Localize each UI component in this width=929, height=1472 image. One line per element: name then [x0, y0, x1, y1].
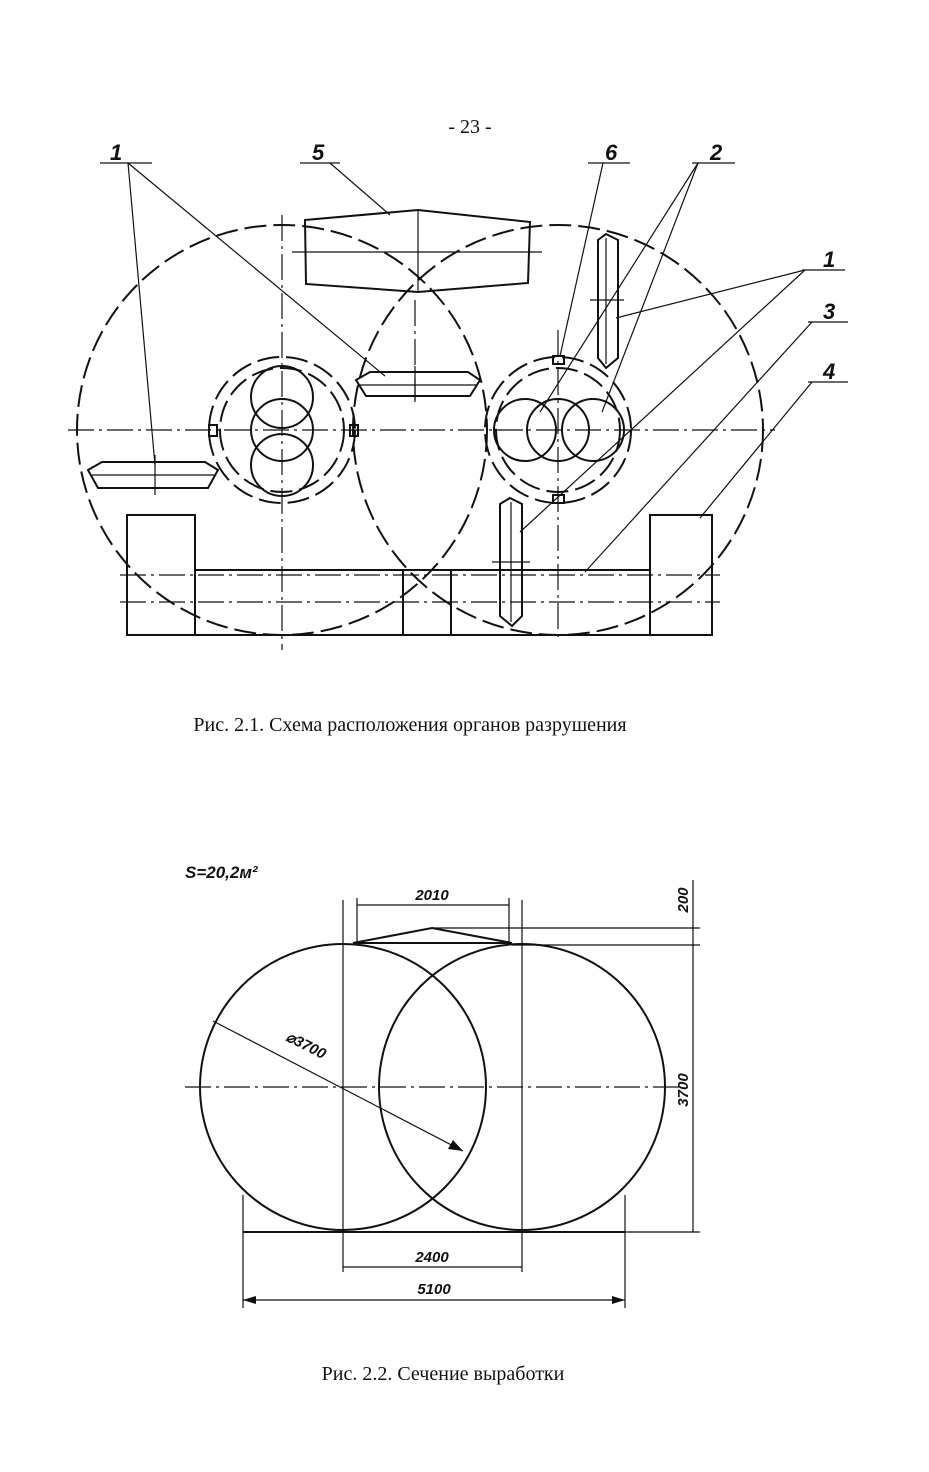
- rotor-left-disc-mid: [250, 398, 314, 462]
- diameter-arrow: [448, 1140, 463, 1151]
- rotor-right-disc-left: [493, 398, 557, 462]
- figure-2-1-caption: Рис. 2.1. Схема расположения органов раз…: [193, 714, 626, 736]
- leader-1-right-b: [519, 269, 806, 533]
- rotor-left-outer: [208, 356, 356, 504]
- diameter-leader: [212, 1020, 464, 1152]
- label-4: 4: [822, 359, 835, 384]
- figure-2-2-caption: Рис. 2.2. Сечение выработки: [322, 1363, 565, 1385]
- dim-5100-arrow-right: [612, 1296, 625, 1304]
- rotor-left-disc-top: [250, 365, 314, 429]
- label-6: 6: [605, 140, 618, 165]
- dim-200: 200: [675, 887, 692, 914]
- section-roof: [352, 926, 513, 944]
- leader-1-left-b: [127, 162, 386, 377]
- rotor-left-lug-right: [349, 424, 359, 437]
- pick-left: [86, 461, 220, 489]
- pick-vertical-top: [597, 232, 619, 370]
- pick-vertical-bottom: [499, 496, 523, 628]
- label-1-left: 1: [110, 140, 122, 165]
- figure-2-1-scheme: 1 5 6 2 1 3 4 Рис. 2.1. Схема расположен…: [68, 140, 848, 736]
- rotor-right-inner: [495, 367, 621, 493]
- pick-middle: [354, 371, 482, 397]
- label-2: 2: [709, 140, 723, 165]
- dim-5100-arrow-left: [243, 1296, 256, 1304]
- dim-2400: 2400: [414, 1249, 449, 1266]
- rotor-right-disc-right: [561, 398, 625, 462]
- leader-4: [699, 381, 813, 519]
- leader-6: [559, 162, 604, 357]
- leader-2-a: [539, 162, 699, 413]
- leader-3: [584, 321, 813, 573]
- dim-3700-vertical: 3700: [675, 1073, 692, 1107]
- leader-5: [329, 162, 391, 216]
- leader-2-b: [601, 162, 699, 413]
- rotor-right-lug-top: [552, 355, 565, 365]
- rotor-right-lug-bottom: [552, 494, 565, 504]
- rotor-right-disc-mid: [526, 398, 590, 462]
- page-number: - 23 -: [448, 116, 491, 138]
- label-1-right: 1: [823, 247, 835, 272]
- label-3: 3: [823, 299, 835, 324]
- dim-5100: 5100: [417, 1281, 451, 1298]
- figure-2-2-section: S=20,2м² 2010 200 3700 ⌀3700 240: [185, 863, 700, 1385]
- dim-2010: 2010: [414, 887, 449, 904]
- rotor-left-lug-left: [208, 424, 218, 437]
- label-5: 5: [312, 140, 325, 165]
- dim-diameter: ⌀3700: [283, 1028, 329, 1063]
- area-value: S=20,2м²: [185, 863, 259, 882]
- leader-1-left-a: [127, 162, 156, 466]
- rotor-left-disc-bottom: [250, 433, 314, 497]
- leader-1-right-a: [615, 269, 806, 319]
- rotor-left-inner: [219, 367, 345, 493]
